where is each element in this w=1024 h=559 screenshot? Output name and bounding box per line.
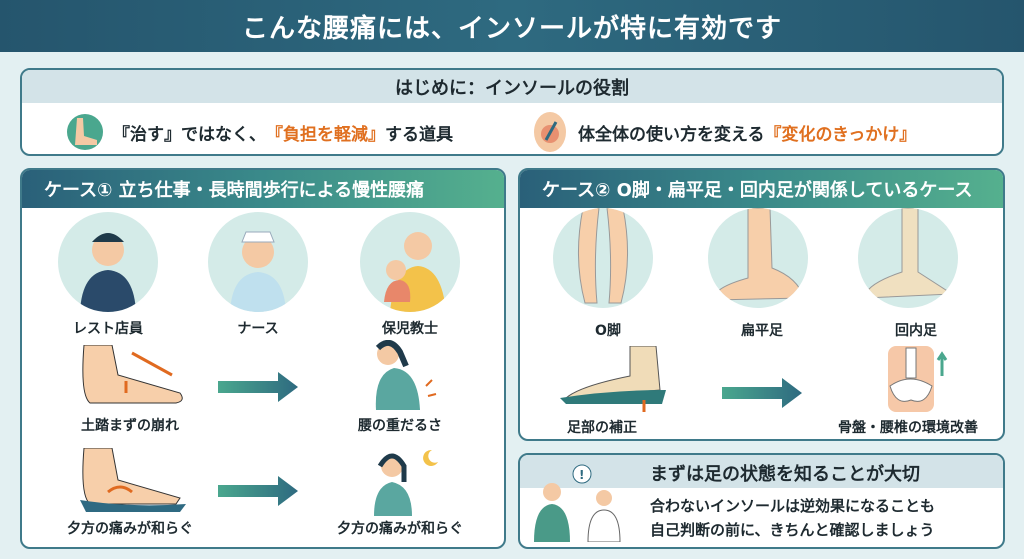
foot-type-label: 扁平足 xyxy=(741,323,783,339)
foot-type-label: 回内足 xyxy=(895,323,937,339)
advice-line: 合わないインソールは逆効果になることも xyxy=(650,497,936,515)
waiter-illustration xyxy=(58,212,158,312)
advice-text: 合わないインソールは逆効果になることも 自己判断の前に、きちんと確認しましょう xyxy=(650,494,935,542)
arrow-right-icon xyxy=(218,476,298,506)
foot-icon xyxy=(67,114,103,150)
overpronation-illustration xyxy=(858,208,958,308)
arrow-right-icon xyxy=(722,378,802,408)
person-label: ナース xyxy=(237,321,279,337)
person-label: レスト店員 xyxy=(73,321,143,337)
case1-heading: ケース① 立ち仕事・長時間歩行による慢性腰痛 xyxy=(22,170,504,208)
foot-type-label: O脚 xyxy=(595,323,621,339)
effect-label: 夕方の痛みが和らぐ xyxy=(337,521,463,537)
lower-back-pain-woman-illustration xyxy=(375,340,437,410)
cause-label: 夕方の痛みが和らぐ xyxy=(67,521,193,537)
text-emphasis: 『負担を軽減』 xyxy=(266,124,385,145)
advice-heading: まずは足の状態を知ることが大切 xyxy=(650,464,920,485)
intro-heading: はじめに：インソールの役割 xyxy=(22,70,1002,103)
insole-foot-illustration xyxy=(80,448,186,512)
relieved-woman-illustration xyxy=(374,449,438,516)
svg-text:!: ! xyxy=(579,468,584,482)
advice-line: 自己判断の前に、きちんと確認しましょう xyxy=(650,521,935,539)
pelvis-spine-illustration xyxy=(888,346,948,412)
flat-foot-illustration xyxy=(708,208,808,308)
intro-item-change: 体全体の使い方を変える『変化のきっかけ』 xyxy=(532,110,916,154)
case2-heading: ケース② O脚・扁平足・回内足が関係しているケース xyxy=(520,170,1003,208)
cause-label: 足部の補正 xyxy=(567,420,637,436)
text-emphasis: 『変化のきっかけ』 xyxy=(764,124,917,145)
arrow-right-icon xyxy=(218,372,298,402)
foot-correction-illustration xyxy=(560,346,666,412)
text: する道具 xyxy=(385,124,453,145)
text: 体全体の使い方を変える xyxy=(578,124,765,145)
page-title: こんな腰痛には、インソールが特に有効です xyxy=(0,0,1024,52)
back-pain-icon xyxy=(534,112,566,152)
fallen-arch-foot-illustration xyxy=(82,345,183,404)
intro-box: はじめに：インソールの役割 『治す』ではなく、『負担を軽減』する道具 体全体の使… xyxy=(20,68,1004,156)
nurse-illustration xyxy=(208,212,308,312)
text: 『治す』ではなく、 xyxy=(113,124,266,145)
cause-label: 土踏まずの崩れ xyxy=(81,418,179,434)
person-label: 保児教士 xyxy=(382,321,438,337)
intro-item-reduce: 『治す』ではなく、『負担を軽減』する道具 xyxy=(67,110,453,154)
consultation-illustration: ! xyxy=(534,464,621,542)
effect-label: 腰の重だるさ xyxy=(358,418,442,434)
childcare-worker-illustration xyxy=(360,212,460,312)
effect-label: 骨盤・腰椎の環境改善 xyxy=(838,420,978,436)
bow-legs-illustration xyxy=(553,208,653,308)
